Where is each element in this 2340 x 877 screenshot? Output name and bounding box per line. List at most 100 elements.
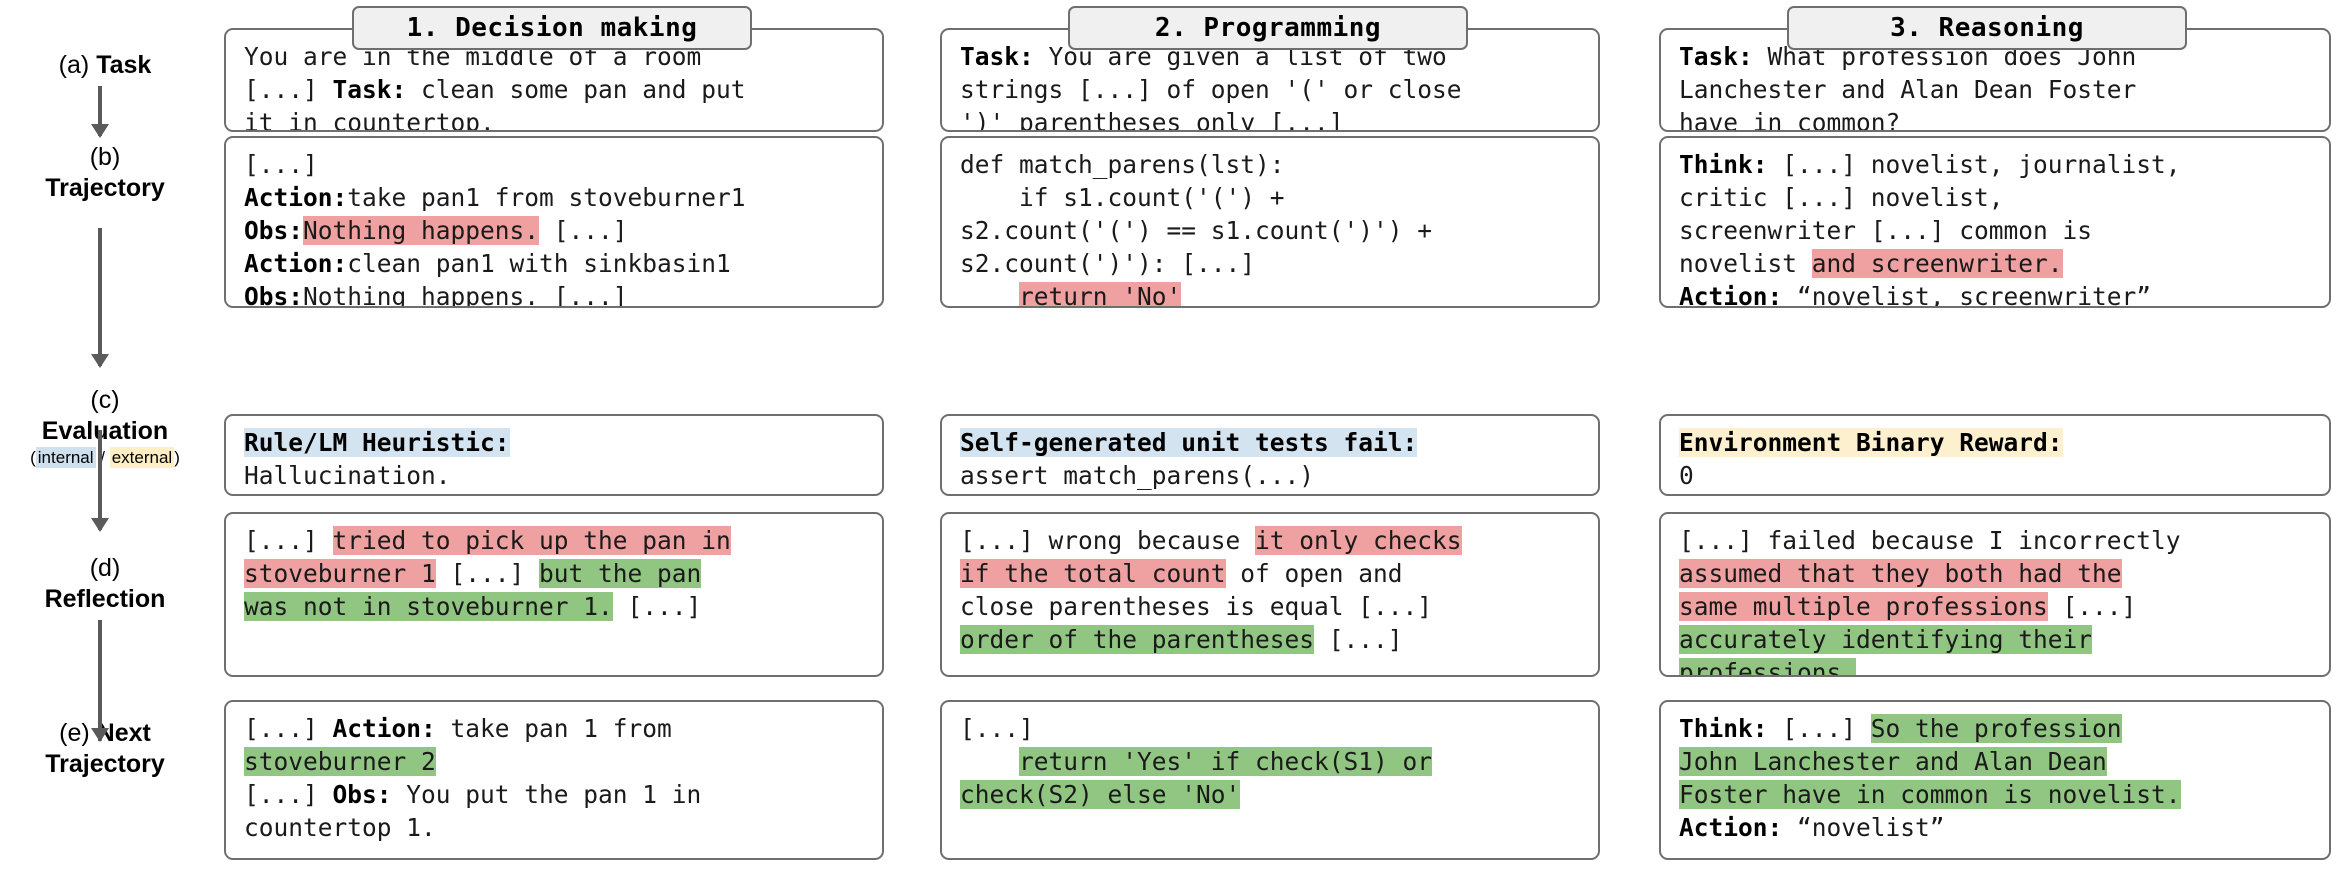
text-run: Nothing happens. [...] bbox=[303, 282, 628, 308]
highlighted-text: Environment Binary Reward: bbox=[1679, 428, 2063, 457]
highlighted-text: Nothing happens. bbox=[303, 216, 540, 245]
text-run: [...] wrong because bbox=[960, 526, 1256, 555]
text-run: 0 bbox=[1679, 461, 1694, 490]
text-line: Self-generated unit tests fail: bbox=[960, 426, 1584, 459]
column-header-reasoning: 3. Reasoning bbox=[1787, 6, 2187, 50]
column-header-programming: 2. Programming bbox=[1068, 6, 1468, 50]
text-run: def match_parens(lst): bbox=[960, 150, 1285, 179]
text-run: Action: bbox=[1679, 813, 1783, 842]
text-line: [...] bbox=[244, 148, 868, 181]
text-run: [...] bbox=[244, 150, 318, 179]
text-run: Task: bbox=[332, 75, 407, 104]
row-label-reflection: (d) Reflection bbox=[0, 553, 210, 614]
legend-paren-open: ( bbox=[30, 448, 36, 467]
text-run: [...] bbox=[1767, 714, 1871, 743]
cell-evaluation-reasoning: Environment Binary Reward: 0 bbox=[1659, 414, 2331, 496]
text-line: John Lanchester and Alan Dean bbox=[1679, 745, 2315, 778]
text-run: [...] bbox=[2047, 592, 2137, 621]
text-line: assumed that they both had the bbox=[1679, 557, 2315, 590]
text-run: [...] bbox=[435, 559, 540, 588]
text-line: ')' parentheses only [...] bbox=[960, 106, 1584, 130]
highlighted-text: John Lanchester and Alan Dean bbox=[1679, 747, 2107, 776]
cell-reflection-reasoning: [...] failed because I incorrectly assume… bbox=[1659, 512, 2331, 677]
text-run: strings [...] of open '(' or close bbox=[960, 75, 1462, 104]
text-line: professions. bbox=[1679, 656, 2315, 675]
text-line: order of the parentheses [...] bbox=[960, 623, 1584, 656]
text-line: [...] Obs: You put the pan 1 in bbox=[244, 778, 868, 811]
highlighted-text: Foster have in common is novelist. bbox=[1679, 780, 2181, 809]
text-line: Lanchester and Alan Dean Foster bbox=[1679, 73, 2315, 106]
text-run: [...] bbox=[1314, 625, 1403, 654]
text-line: it in countertop. bbox=[244, 106, 868, 132]
highlighted-text: Rule/LM Heuristic: bbox=[244, 428, 510, 457]
row-name-task: Task bbox=[96, 51, 152, 79]
text-run: s2.count(')'): [...] bbox=[960, 249, 1256, 278]
row-name-trajectory-2: Trajectory bbox=[45, 749, 165, 778]
text-run: You put the pan 1 in bbox=[391, 780, 702, 809]
text-line: Obs:Nothing happens. [...] bbox=[244, 280, 868, 308]
text-run: [...] bbox=[244, 780, 333, 809]
text-line: [...] Task: clean some pan and put bbox=[244, 73, 868, 106]
text-run: “novelist, screenwriter” bbox=[1782, 282, 2152, 308]
row-label-evaluation: (c) Evaluation (internal / external) bbox=[0, 385, 210, 469]
text-run: [...] bbox=[960, 714, 1034, 743]
text-line: Obs:Nothing happens. [...] bbox=[244, 214, 868, 247]
text-run: Think: bbox=[1679, 150, 1768, 179]
text-run: [...] failed because I incorrectly bbox=[1679, 526, 2181, 555]
highlighted-text: professions. bbox=[1679, 658, 1857, 675]
text-line: assert match_parens(...) bbox=[960, 459, 1584, 492]
text-line: 0 bbox=[1679, 459, 2315, 492]
highlighted-text: accurately identifying their bbox=[1679, 625, 2093, 654]
highlighted-text: was not in stoveburner 1. bbox=[244, 592, 613, 621]
text-line: countertop 1. bbox=[244, 811, 868, 844]
text-run: Action: bbox=[332, 714, 436, 743]
highlighted-text: stoveburner 1 bbox=[244, 559, 436, 588]
text-run: [...] bbox=[244, 526, 333, 555]
text-run: Think: bbox=[1679, 714, 1768, 743]
legend-paren-close: ) bbox=[174, 448, 180, 467]
text-run: have in common? bbox=[1679, 108, 1901, 132]
highlighted-text: same multiple professions bbox=[1679, 592, 2048, 621]
text-run: Obs: bbox=[332, 780, 392, 809]
text-run: [...] bbox=[539, 216, 628, 245]
text-run: clean some pan and put bbox=[406, 75, 746, 104]
text-run: Task: bbox=[1679, 42, 1753, 71]
row-tag-trajectory: (b) bbox=[89, 143, 121, 171]
cell-evaluation-decision-making: Rule/LM Heuristic: Hallucination. bbox=[224, 414, 884, 496]
arrow-reflection-to-next-trajectory bbox=[91, 620, 109, 742]
highlighted-text: but the pan bbox=[539, 559, 702, 588]
cell-trajectory-reasoning: Think: [...] novelist, journalist,critic… bbox=[1659, 136, 2331, 308]
text-run: it in countertop. bbox=[244, 108, 495, 132]
highlighted-text: if the total count bbox=[960, 559, 1226, 588]
text-run: take pan1 from stoveburner1 bbox=[347, 183, 746, 212]
text-run: Task: bbox=[960, 42, 1034, 71]
row-tag-task: (a) bbox=[58, 51, 90, 79]
text-run: s2.count('(') == s1.count(')') + bbox=[960, 216, 1433, 245]
text-line: Hallucination. bbox=[244, 459, 868, 492]
row-tag-reflection: (d) bbox=[89, 554, 121, 582]
text-line: close parentheses is equal [...] bbox=[960, 590, 1584, 623]
text-line: novelist and screenwriter. bbox=[1679, 247, 2315, 280]
column-header-row: 1. Decision making 2. Programming 3. Rea… bbox=[0, 6, 2340, 52]
text-line: [...] failed because I incorrectly bbox=[1679, 524, 2315, 557]
text-run: Hallucination. bbox=[244, 461, 451, 490]
text-run: assert match_parens(...) bbox=[960, 461, 1315, 490]
legend-internal: internal bbox=[35, 447, 96, 468]
text-line: Think: [...] novelist, journalist, bbox=[1679, 148, 2315, 181]
text-line: Environment Binary Reward: bbox=[1679, 426, 2315, 459]
text-line: [...] wrong because it only checks bbox=[960, 524, 1584, 557]
highlighted-text: assumed that they both had the bbox=[1679, 559, 2122, 588]
text-run: countertop 1. bbox=[244, 813, 436, 842]
text-line: Action:take pan1 from stoveburner1 bbox=[244, 181, 868, 214]
highlighted-text: check(S2) else 'No' bbox=[960, 780, 1241, 809]
text-line: [...] tried to pick up the pan in bbox=[244, 524, 868, 557]
text-run: critic [...] novelist, bbox=[1679, 183, 2004, 212]
text-run: “novelist” bbox=[1782, 813, 1945, 842]
text-line: s2.count('(') == s1.count(')') + bbox=[960, 214, 1584, 247]
text-line: same multiple professions [...] bbox=[1679, 590, 2315, 623]
row-tag-evaluation: (c) bbox=[90, 386, 120, 414]
text-run: close parentheses is equal [...] bbox=[960, 592, 1433, 621]
row-label-trajectory: (b) Trajectory bbox=[0, 142, 210, 203]
